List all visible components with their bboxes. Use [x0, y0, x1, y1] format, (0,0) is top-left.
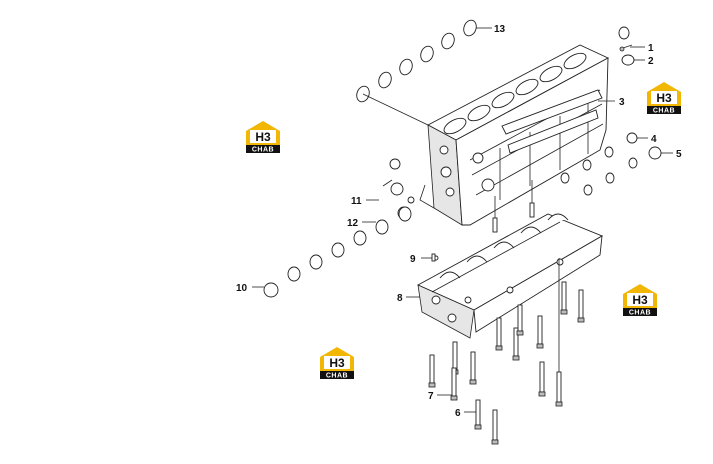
- pin-9: [431, 253, 436, 262]
- callout-3: 3: [619, 97, 625, 108]
- callout-6: 6: [455, 408, 461, 419]
- callout-8: 8: [397, 293, 403, 304]
- plug-2: [621, 54, 635, 66]
- svg-text:CHAB: CHAB: [252, 147, 274, 154]
- callout-12: 12: [347, 218, 359, 229]
- callout-9: 9: [410, 254, 416, 265]
- callout-4: 4: [651, 134, 657, 145]
- callout-13: 13: [494, 24, 506, 35]
- svg-text:H3: H3: [632, 293, 648, 307]
- bearing-shell-row: [263, 206, 412, 298]
- callout-1: 1: [648, 43, 654, 54]
- cylinder-block: [419, 44, 610, 226]
- bedplate: [416, 213, 604, 339]
- svg-text:CHAB: CHAB: [629, 310, 651, 317]
- plug-1: [618, 26, 633, 52]
- watermark-logo: H3 CHAB: [623, 284, 657, 317]
- callout-leaders: [252, 27, 673, 413]
- callout-5: 5: [676, 149, 682, 160]
- watermark-logo: H3 CHAB: [320, 347, 354, 380]
- plug-set-4-5: [560, 132, 662, 196]
- bearing-cap-bolts: [428, 258, 585, 445]
- callout-11: 11: [351, 196, 362, 207]
- svg-text:CHAB: CHAB: [653, 108, 675, 115]
- callout-7: 7: [428, 391, 434, 402]
- svg-text:H3: H3: [656, 91, 672, 105]
- svg-text:CHAB: CHAB: [326, 373, 348, 380]
- watermark-logo: H3 CHAB: [246, 121, 280, 154]
- callout-2: 2: [648, 56, 654, 67]
- callout-10: 10: [236, 283, 248, 294]
- watermark-logo: H3 CHAB: [647, 82, 681, 115]
- svg-text:H3: H3: [255, 130, 271, 144]
- liner-ring-row-13: [356, 19, 477, 126]
- svg-text:H3: H3: [329, 356, 345, 370]
- callout-labels: 13 1 2 3 4 5 11 12 9 10 8 7 6: [236, 24, 682, 419]
- dowel-pins: [492, 180, 535, 233]
